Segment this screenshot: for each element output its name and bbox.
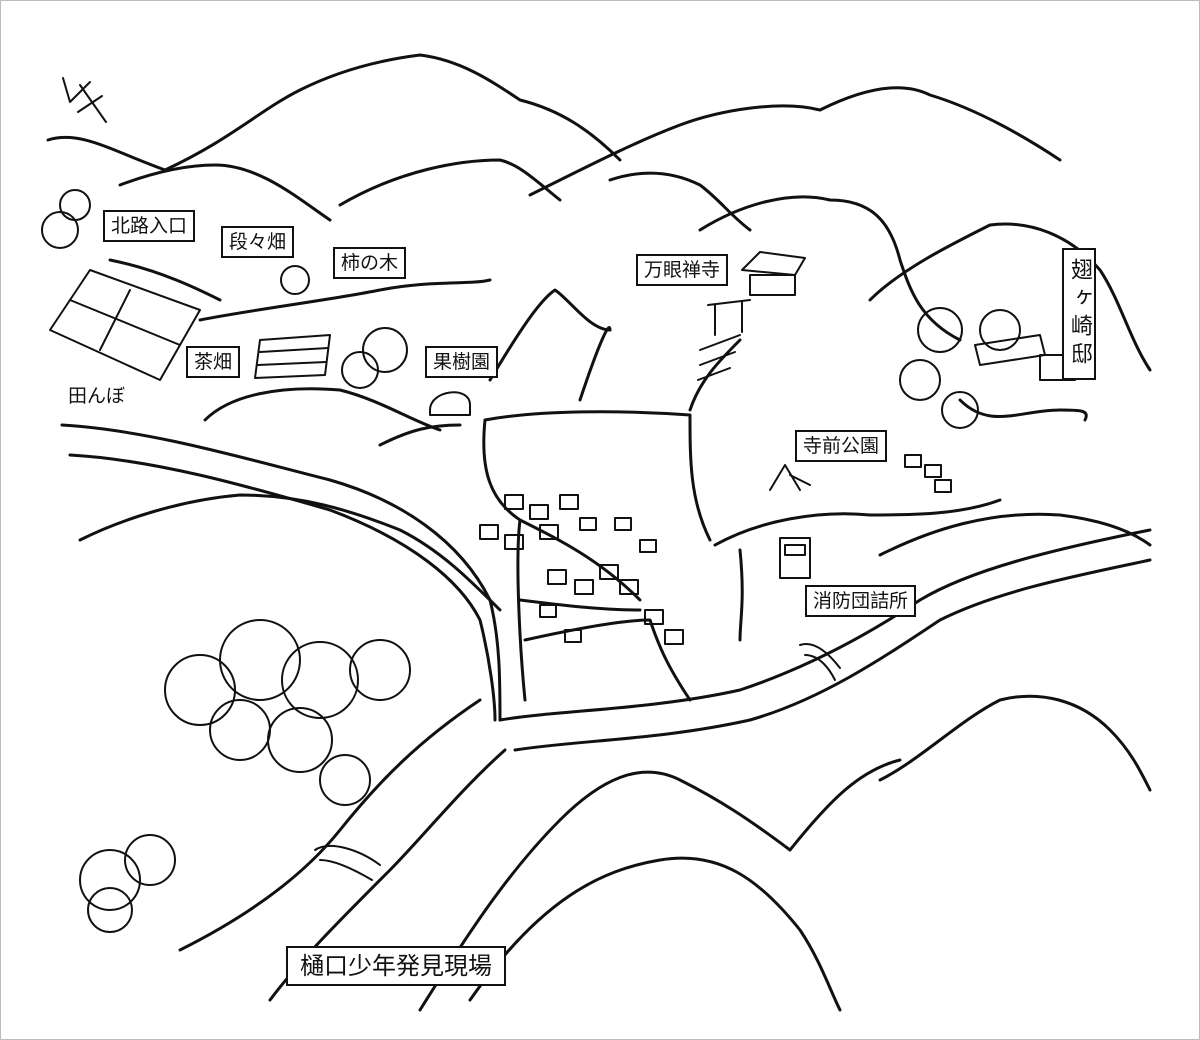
label-kitaji-entrance: 北路入口 xyxy=(103,210,196,242)
label-tea-field: 茶畑 xyxy=(186,346,241,378)
label-mangen-temple: 万眼禅寺 xyxy=(636,254,729,286)
forest xyxy=(41,189,1021,933)
greenhouse xyxy=(429,391,471,416)
roads xyxy=(60,258,1152,1002)
label-fire-station: 消防団詰所 xyxy=(805,585,917,617)
label-temple-park: 寺前公園 xyxy=(795,430,888,462)
village-houses xyxy=(479,454,952,645)
temple-building xyxy=(697,251,806,381)
mountain-ridges xyxy=(46,53,1152,1012)
label-terraced-field: 段々畑 xyxy=(221,226,295,258)
label-persimmon-tree: 柿の木 xyxy=(333,247,407,279)
north-arrow-icon xyxy=(62,77,107,123)
label-rice-paddy: 田んぼ xyxy=(60,380,134,412)
hanegasaki-mansion xyxy=(974,334,1076,381)
bridge-west xyxy=(314,845,381,881)
label-orchard: 果樹園 xyxy=(425,346,499,378)
rice-paddies xyxy=(49,269,201,381)
label-hanegasaki-residence: 翅ヶ崎邸 xyxy=(1062,248,1096,380)
tea-field xyxy=(254,334,331,379)
bridge-east xyxy=(799,643,841,681)
playground xyxy=(769,464,811,491)
label-discovery-site: 樋口少年発見現場 xyxy=(286,946,506,986)
fire-station-building xyxy=(779,537,811,579)
